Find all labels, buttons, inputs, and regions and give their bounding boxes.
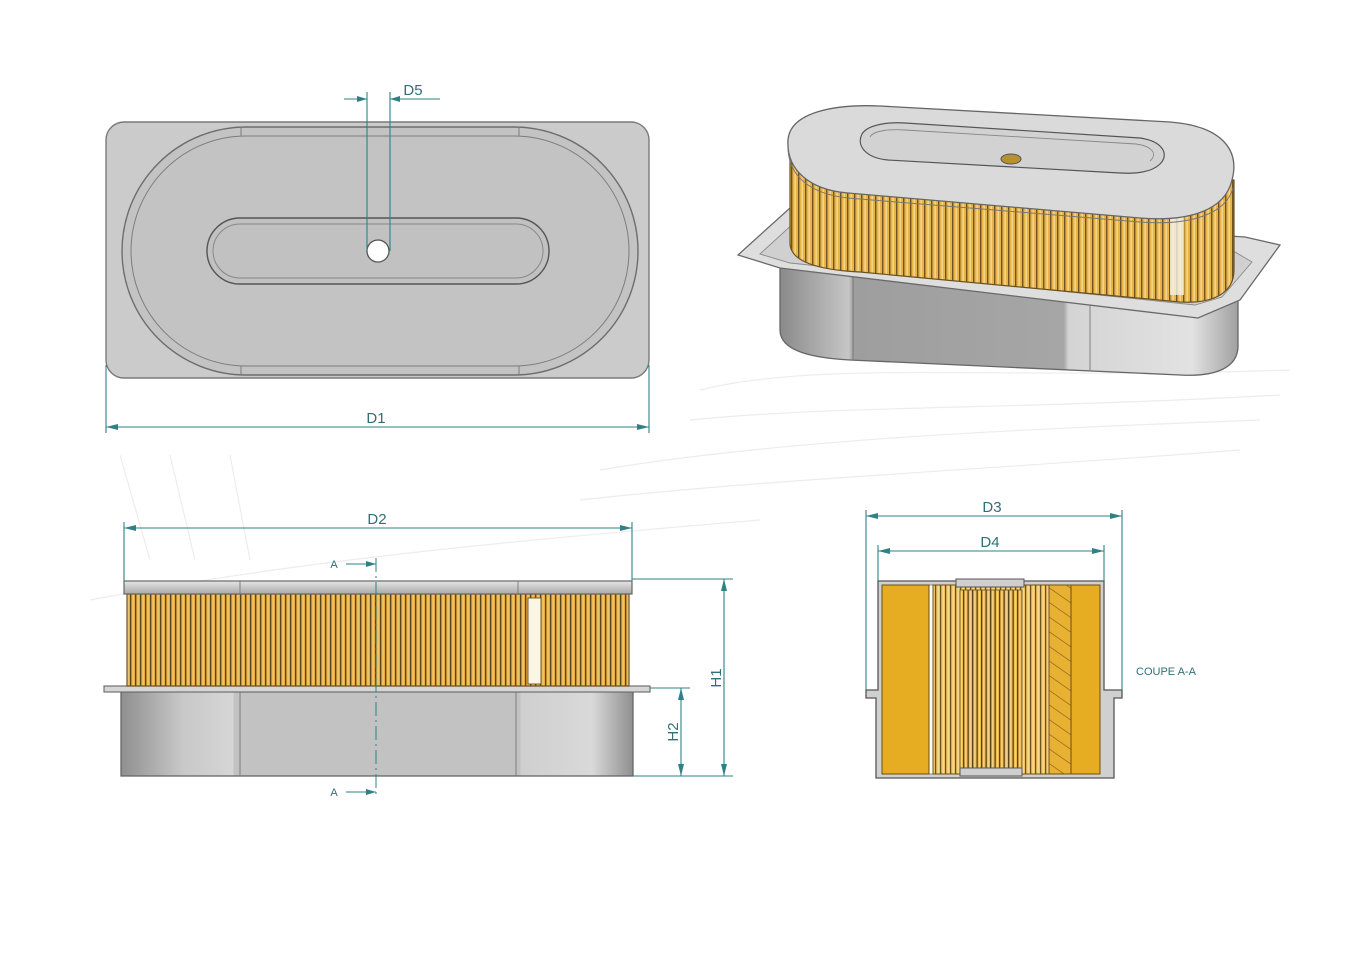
dimension-d3 — [865, 510, 1123, 690]
top-view — [105, 121, 650, 379]
section-view — [865, 578, 1123, 779]
dimension-h1 — [632, 578, 733, 777]
label-h1: H1 — [708, 668, 725, 687]
label-d1: D1 — [366, 410, 385, 427]
front-view-top-cover — [123, 580, 633, 595]
section-mark-bottom: A — [330, 787, 338, 799]
dimension-d1 — [105, 365, 650, 433]
front-view-lower-body — [120, 689, 634, 777]
section-view-hatched-media — [1048, 584, 1072, 775]
label-h2: H2 — [665, 722, 682, 741]
label-d2: D2 — [367, 511, 386, 528]
front-view-pleated-media — [126, 593, 630, 687]
iso-top-slot — [859, 122, 1165, 174]
label-d5: D5 — [403, 82, 422, 99]
section-title: COUPE A-A — [1136, 666, 1197, 678]
label-d3: D3 — [982, 499, 1001, 516]
top-view-center-hole — [366, 239, 390, 263]
dimension-h2 — [650, 687, 690, 776]
dimension-d2 — [123, 522, 633, 581]
section-mark-top: A — [330, 559, 338, 571]
iso-center-hole — [1000, 153, 1022, 165]
dimension-d4 — [877, 545, 1105, 581]
front-view — [103, 558, 651, 798]
dimension-d5 — [344, 92, 440, 251]
section-view-right-media — [1070, 584, 1101, 775]
label-d4: D4 — [980, 534, 999, 551]
front-view-flange — [103, 685, 651, 693]
section-view-left-media — [881, 584, 930, 775]
watermark — [89, 369, 1291, 601]
isometric-view — [736, 105, 1282, 376]
